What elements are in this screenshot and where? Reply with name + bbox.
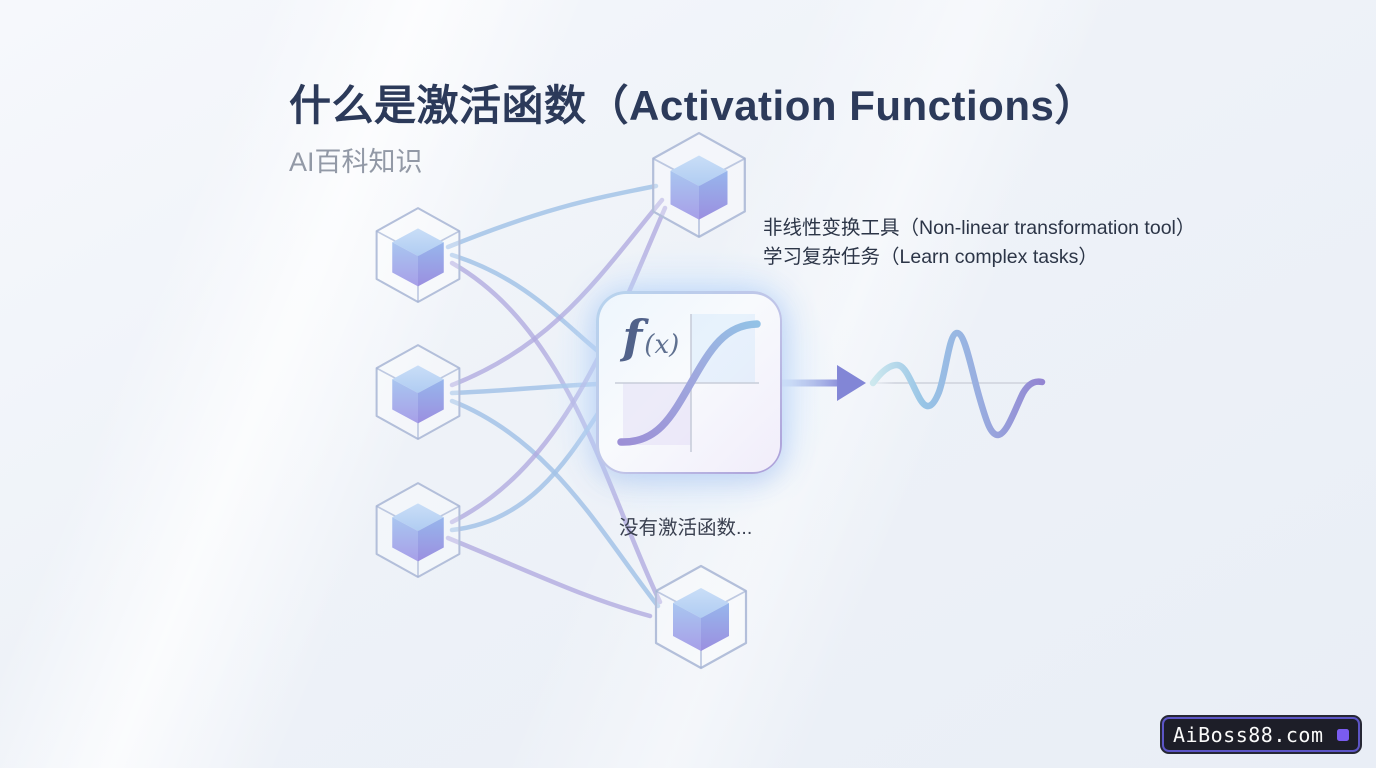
watermark-badge: AiBoss88.com: [1162, 717, 1360, 752]
function-x: (x): [644, 329, 680, 360]
annotation-benefit-line1: 非线性变换工具（Non-linear transformation tool）: [763, 217, 1196, 239]
output-node-cube-bottom: [646, 562, 756, 674]
input-node-cube-3: [372, 478, 464, 584]
output-wave-curve: [869, 329, 1046, 439]
page-title: 什么是激活函数（Activation Functions）: [289, 82, 1097, 129]
annotation-no-activation: 没有激活函数...: [619, 517, 753, 539]
output-node-cube-top: [645, 129, 753, 243]
input-node-cube-2: [372, 340, 464, 446]
annotation-benefit-line2: 学习复杂任务（Learn complex tasks）: [763, 246, 1098, 268]
function-label: f (x): [623, 314, 680, 360]
page-subtitle: AI百科知识: [289, 147, 423, 177]
function-f: f: [622, 309, 643, 364]
output-arrow-icon: [778, 365, 866, 401]
activation-function-box: f (x): [596, 291, 782, 474]
watermark-text: AiBoss88.com: [1173, 722, 1324, 747]
annotation-benefits: 非线性变换工具（Non-linear transformation tool） …: [763, 214, 1195, 272]
input-node-cube-1: [372, 203, 464, 309]
watermark-square-icon: [1337, 728, 1349, 741]
